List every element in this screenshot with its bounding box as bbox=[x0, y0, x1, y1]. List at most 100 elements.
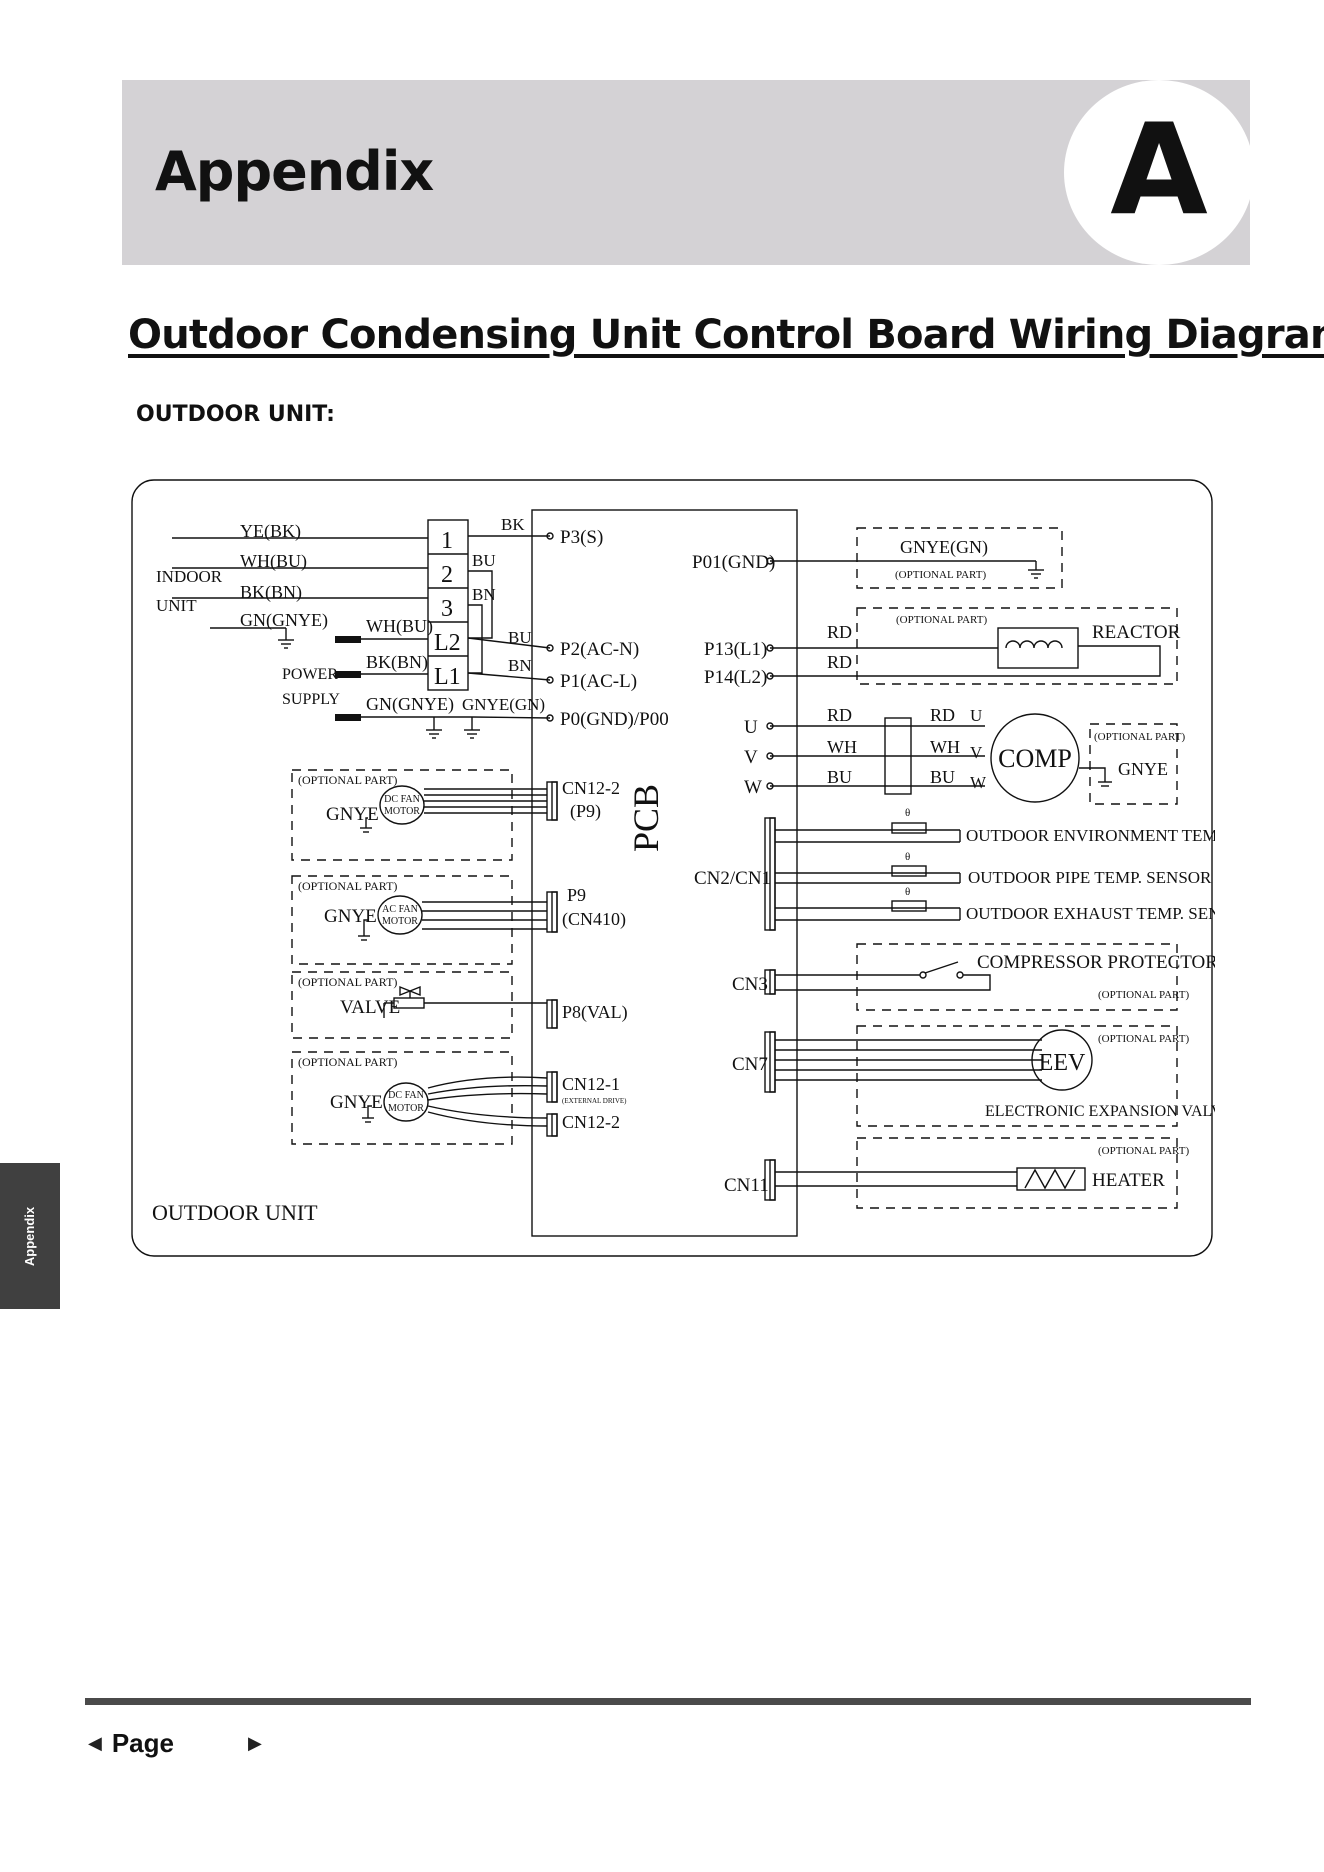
port-cn12-1: CN12-1 bbox=[562, 1074, 620, 1094]
eev: (OPTIONAL PART) EEV ELECTRONIC EXPANSION… bbox=[775, 1025, 1215, 1127]
comp-label: COMP bbox=[998, 744, 1072, 773]
side-tab-appendix[interactable]: Appendix bbox=[0, 1163, 60, 1309]
pager: ◀ Page ▶ bbox=[88, 1728, 262, 1759]
reactor-wire-rd-1: RD bbox=[827, 622, 852, 642]
port-p0: P0(GND)/P00 bbox=[560, 709, 669, 730]
terminal-2: 2 bbox=[441, 562, 453, 588]
comp-phase-w: W bbox=[970, 773, 987, 792]
badge-letter: A bbox=[1110, 96, 1208, 243]
port-p8: P8(VAL) bbox=[562, 1002, 628, 1023]
ac-fan-line2: MOTOR bbox=[382, 916, 418, 927]
port-cn12-2: CN12-2 bbox=[562, 778, 620, 798]
optional-part-6: (OPTIONAL PART) bbox=[896, 614, 987, 626]
terminal-l2: L2 bbox=[434, 630, 461, 656]
power-wire-wh: WH(BU) bbox=[366, 616, 433, 637]
port-p3: P3(S) bbox=[560, 527, 603, 548]
optional-part-10: (OPTIONAL PART) bbox=[1098, 1145, 1189, 1157]
sub-heading: OUTDOOR UNIT: bbox=[136, 402, 335, 427]
reactor: (OPTIONAL PART) REACTOR RD RD bbox=[770, 607, 1181, 685]
next-page-icon[interactable]: ▶ bbox=[248, 1733, 262, 1753]
dc-fan-motor-1: (OPTIONAL PART) GNYE DC FAN MOTOR bbox=[291, 769, 547, 861]
power-supply-label-1: POWER bbox=[282, 666, 338, 683]
optional-part-9: (OPTIONAL PART) bbox=[1098, 1033, 1189, 1045]
compressor: RD WH BU RD WH BU U V W COMP (OPTIONAL P… bbox=[770, 705, 1185, 805]
comp-wire-bu-r: BU bbox=[930, 767, 955, 787]
section-heading: Outdoor Condensing Unit Control Board Wi… bbox=[128, 312, 1324, 358]
page-label: Page bbox=[111, 1728, 174, 1758]
sensor-pipe: OUTDOOR PIPE TEMP. SENSOR bbox=[968, 868, 1212, 887]
reactor-wire-rd-2: RD bbox=[827, 652, 852, 672]
side-tab-label: Appendix bbox=[22, 1206, 38, 1266]
theta-1: θ bbox=[905, 807, 910, 819]
pcb: PCB P3(S) P2(AC-N) P1(AC-L) P0(GND)/P00 … bbox=[531, 509, 798, 1237]
comp-wire-rd: RD bbox=[827, 705, 852, 725]
port-u: U bbox=[744, 717, 758, 738]
optional-part-5: (OPTIONAL PART) bbox=[895, 569, 986, 581]
port-external-drive: (EXTERNAL DRIVE) bbox=[562, 1097, 627, 1105]
indoor-unit-label-2: UNIT bbox=[156, 596, 197, 615]
temp-sensors: θ OUTDOOR ENVIRONMENT TEMP. SENSOR θ OUT… bbox=[775, 807, 1215, 923]
port-p9: P9 bbox=[567, 885, 586, 905]
footer-rule bbox=[85, 1698, 1251, 1705]
comp-wire-wh-r: WH bbox=[930, 737, 960, 757]
gnye-gn-label: GNYE(GN) bbox=[900, 537, 988, 558]
ac-fan-gnye: GNYE bbox=[324, 906, 377, 927]
comp-wire-wh: WH bbox=[827, 737, 857, 757]
sensor-environment: OUTDOOR ENVIRONMENT TEMP. SENSOR bbox=[966, 826, 1215, 845]
optional-part-2: (OPTIONAL PART) bbox=[298, 879, 397, 893]
port-p1: P1(AC-L) bbox=[560, 671, 637, 692]
jumper-bn-2: BN bbox=[508, 656, 532, 675]
ac-fan-line1: AC FAN bbox=[382, 904, 418, 915]
ac-fan-motor: (OPTIONAL PART) GNYE AC FAN MOTOR bbox=[291, 875, 547, 965]
port-p14: P14(L2) bbox=[704, 667, 767, 688]
eev-description: ELECTRONIC EXPANSION VALVE bbox=[985, 1103, 1215, 1120]
theta-3: θ bbox=[905, 886, 910, 898]
port-p01: P01(GND) bbox=[692, 552, 775, 573]
wire-label-bk: BK(BN) bbox=[240, 582, 302, 603]
indoor-unit-group: INDOOR UNIT YE(BK) WH(BU) BK(BN) GN(GNYE… bbox=[156, 521, 428, 649]
dc-fan-2-line2: MOTOR bbox=[388, 1103, 424, 1114]
appendix-badge: A bbox=[1064, 80, 1254, 265]
port-p13: P13(L1) bbox=[704, 639, 767, 660]
power-supply-group: POWER SUPPLY WH(BU) BK(BN) GN(GNYE) bbox=[282, 616, 480, 739]
indoor-unit-label-1: INDOOR bbox=[156, 567, 223, 586]
port-p2: P2(AC-N) bbox=[560, 639, 639, 660]
port-cn2-cn1: CN2/CN1 bbox=[694, 868, 771, 889]
jumper-gnye: GNYE(GN) bbox=[462, 695, 545, 714]
comp-phase-v: V bbox=[970, 743, 983, 762]
reactor-label: REACTOR bbox=[1092, 622, 1181, 643]
theta-2: θ bbox=[905, 851, 910, 863]
dc-fan-motor-2: (OPTIONAL PART) GNYE DC FAN MOTOR bbox=[291, 1051, 548, 1145]
optional-part-7: (OPTIONAL PART) bbox=[1094, 731, 1185, 743]
dc-fan-2-line1: DC FAN bbox=[388, 1090, 424, 1101]
dc-fan-1-line2: MOTOR bbox=[384, 806, 420, 817]
optional-part-1: (OPTIONAL PART) bbox=[298, 773, 397, 787]
dc-fan-gnye-1: GNYE bbox=[326, 804, 379, 825]
prev-page-icon[interactable]: ◀ bbox=[88, 1733, 102, 1753]
wire-label-gn: GN(GNYE) bbox=[240, 610, 328, 631]
port-cn410: (CN410) bbox=[562, 909, 626, 930]
compressor-protector-label: COMPRESSOR PROTECTOR bbox=[977, 952, 1215, 973]
terminal-l1: L1 bbox=[434, 664, 461, 690]
comp-wire-rd-r: RD bbox=[930, 705, 955, 725]
dc-fan-gnye-2: GNYE bbox=[330, 1092, 383, 1113]
port-w: W bbox=[744, 777, 762, 798]
heater: (OPTIONAL PART) HEATER bbox=[775, 1137, 1189, 1209]
terminal-block: 1 2 3 L2 L1 bbox=[427, 519, 469, 691]
jumper-bu: BU bbox=[472, 551, 496, 570]
sensor-exhaust: OUTDOOR EXHAUST TEMP. SENSOR bbox=[966, 904, 1215, 923]
outdoor-unit-footer-label: OUTDOOR UNIT bbox=[152, 1200, 318, 1225]
optional-part-8: (OPTIONAL PART) bbox=[1098, 989, 1189, 1001]
terminal-1: 1 bbox=[441, 528, 453, 554]
power-wire-gn: GN(GNYE) bbox=[366, 694, 454, 715]
eev-label: EEV bbox=[1039, 1050, 1086, 1076]
heater-label: HEATER bbox=[1092, 1170, 1165, 1191]
jumper-bk: BK bbox=[501, 515, 525, 534]
wire-label-ye: YE(BK) bbox=[240, 521, 301, 542]
header-banner bbox=[122, 80, 1250, 265]
jumper-bu-2: BU bbox=[508, 628, 532, 647]
port-cn12-2b: CN12-2 bbox=[562, 1112, 620, 1132]
pcb-label: PCB bbox=[626, 784, 666, 852]
ground-optional: GNYE(GN) (OPTIONAL PART) bbox=[770, 527, 1063, 589]
power-wire-bk: BK(BN) bbox=[366, 652, 428, 673]
